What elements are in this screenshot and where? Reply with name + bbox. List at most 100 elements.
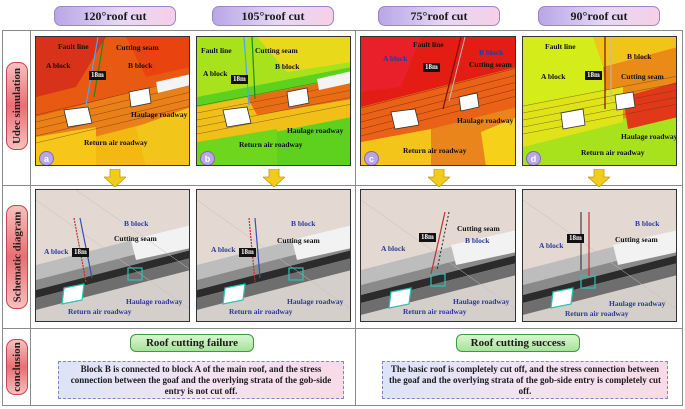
sim-c-letter: c <box>364 151 379 165</box>
sim-b-distance: 18m <box>231 75 248 84</box>
header-120-label: 120°roof cut <box>83 8 147 23</box>
header-90-roof-cut: 90°roof cut <box>538 6 660 26</box>
sim-a-a-block: A block <box>46 61 71 70</box>
sim-c-distance: 18m <box>423 63 440 72</box>
sim-c-return-air: Return air roadway <box>403 146 467 155</box>
outer-frame <box>2 30 683 406</box>
schem-c-cutting-seam: Cutting seam <box>457 224 500 233</box>
sim-b-cutting-seam: Cutting seam <box>255 46 298 55</box>
schem-a-distance: 18m <box>72 248 89 257</box>
schem-panel-d: Cutting seam B block A block 18m Haulage… <box>522 189 677 322</box>
sim-a-haulage: Haulage roadway <box>131 110 188 119</box>
schem-d-b-block: B block <box>635 219 660 228</box>
sim-a-distance: 18m <box>89 71 106 80</box>
schem-c-b-block: B block <box>465 236 490 245</box>
sim-d-a-block: A block <box>541 72 566 81</box>
conclusion-left-text-content: Block B is connected to block A of the m… <box>70 363 332 396</box>
header-75-roof-cut: 75°roof cut <box>378 6 500 26</box>
schem-b-a-block: A block <box>211 245 236 254</box>
schem-d-a-block: A block <box>539 241 564 250</box>
sim-c-cutting-seam: Cutting seam <box>469 60 512 69</box>
row-label-schematic: Schematic diagram <box>6 205 28 309</box>
sim-panel-a: Fault line Cutting seam A block B block … <box>35 36 190 166</box>
conclusion-right-title-text: Roof cutting success <box>470 337 566 349</box>
conclusion-left-text: Block B is connected to block A of the m… <box>58 361 344 399</box>
sim-b-letter: b <box>200 151 215 165</box>
schem-panel-c-graphic <box>361 190 515 321</box>
conclusion-left-title-text: Roof cutting failure <box>145 337 239 349</box>
schem-panel-c: Cutting seam B block A block 18m Haulage… <box>360 189 516 322</box>
down-arrow-a <box>104 169 126 187</box>
header-120-roof-cut: 120°roof cut <box>54 6 176 26</box>
sim-b-fault-line: Fault line <box>201 46 232 55</box>
sim-d-distance: 18m <box>585 71 602 80</box>
schem-panel-b-graphic <box>197 190 350 321</box>
schem-d-haulage: Haulage roadway <box>609 299 666 308</box>
schem-a-b-block: B block <box>124 219 149 228</box>
header-90-label: 90°roof cut <box>570 8 628 23</box>
sim-b-b-block: B block <box>275 62 300 71</box>
row-label-simulation-text: Udec simulation <box>11 67 23 145</box>
schem-panel-b: B block Cutting seam A block 18m Haulage… <box>196 189 351 322</box>
row-label-schematic-text: Schematic diagram <box>11 211 24 303</box>
sim-c-fault-line: Fault line <box>413 40 444 49</box>
row-label-simulation: Udec simulation <box>6 62 28 150</box>
schem-d-return-air: Return air roadway <box>565 309 629 318</box>
sim-a-fault-line: Fault line <box>58 42 89 51</box>
schem-b-cutting-seam: Cutting seam <box>277 236 320 245</box>
down-arrow-b <box>263 169 285 187</box>
center-divider <box>355 30 356 406</box>
schem-b-haulage: Haulage roadway <box>287 297 344 306</box>
sim-panel-d-graphic <box>523 37 676 165</box>
schem-a-cutting-seam: Cutting seam <box>114 234 157 243</box>
down-arrow-c <box>428 169 450 187</box>
sim-c-a-block: A block <box>383 54 408 63</box>
sim-d-return-air: Return air roadway <box>581 148 645 157</box>
row-divider-2 <box>2 328 683 329</box>
conclusion-right-title: Roof cutting success <box>456 334 580 352</box>
sim-a-b-block: B block <box>128 61 153 70</box>
sim-panel-c: Fault line A block B block Cutting seam … <box>360 36 516 166</box>
sim-b-return-air: Return air roadway <box>239 140 303 149</box>
sim-b-a-block: A block <box>203 69 228 78</box>
conclusion-left-title: Roof cutting failure <box>130 334 254 352</box>
row-label-conclusion-text: conclusion <box>11 342 24 392</box>
schem-b-distance: 18m <box>239 248 256 257</box>
sim-c-haulage: Haulage roadway <box>457 116 514 125</box>
header-75-label: 75°roof cut <box>410 8 468 23</box>
schem-a-a-block: A block <box>44 247 69 256</box>
schem-d-distance: 18m <box>567 234 584 243</box>
schem-a-return-air: Return air roadway <box>68 307 132 316</box>
sim-d-b-block: B block <box>627 52 652 61</box>
schem-d-cutting-seam: Cutting seam <box>615 235 658 244</box>
sim-b-haulage: Haulage roadway <box>287 126 344 135</box>
down-arrow-d <box>588 169 610 187</box>
sim-d-cutting-seam: Cutting seam <box>621 72 664 81</box>
sim-d-letter: d <box>526 151 541 165</box>
schem-panel-d-graphic <box>523 190 676 321</box>
label-column-divider <box>30 30 31 406</box>
sim-panel-d: Fault line B block A block 18m Cutting s… <box>522 36 677 166</box>
sim-panel-c-graphic <box>361 37 515 165</box>
row-divider-1 <box>2 185 683 186</box>
sim-a-cutting-seam: Cutting seam <box>116 43 159 52</box>
sim-panel-b: Fault line Cutting seam A block B block … <box>196 36 351 166</box>
schem-c-a-block: A block <box>381 244 406 253</box>
sim-a-letter: a <box>39 151 54 165</box>
schem-a-haulage: Haulage roadway <box>126 297 183 306</box>
sim-d-haulage: Haulage roadway <box>621 132 677 141</box>
sim-a-return-air: Return air roadway <box>84 138 148 147</box>
schem-b-b-block: B block <box>291 219 316 228</box>
schem-c-return-air: Return air roadway <box>403 307 467 316</box>
schem-panel-a: B block Cutting seam A block 18m Haulage… <box>35 189 190 322</box>
conclusion-right-text-content: The basic roof is completely cut off, an… <box>389 363 661 396</box>
sim-d-fault-line: Fault line <box>545 42 576 51</box>
schem-b-return-air: Return air roadway <box>229 307 293 316</box>
sim-c-b-block: B block <box>479 48 504 57</box>
schem-c-haulage: Haulage roadway <box>453 297 510 306</box>
conclusion-right-text: The basic roof is completely cut off, an… <box>382 361 668 399</box>
header-105-label: 105°roof cut <box>241 8 305 23</box>
header-105-roof-cut: 105°roof cut <box>212 6 334 26</box>
schem-panel-a-graphic <box>36 190 189 321</box>
